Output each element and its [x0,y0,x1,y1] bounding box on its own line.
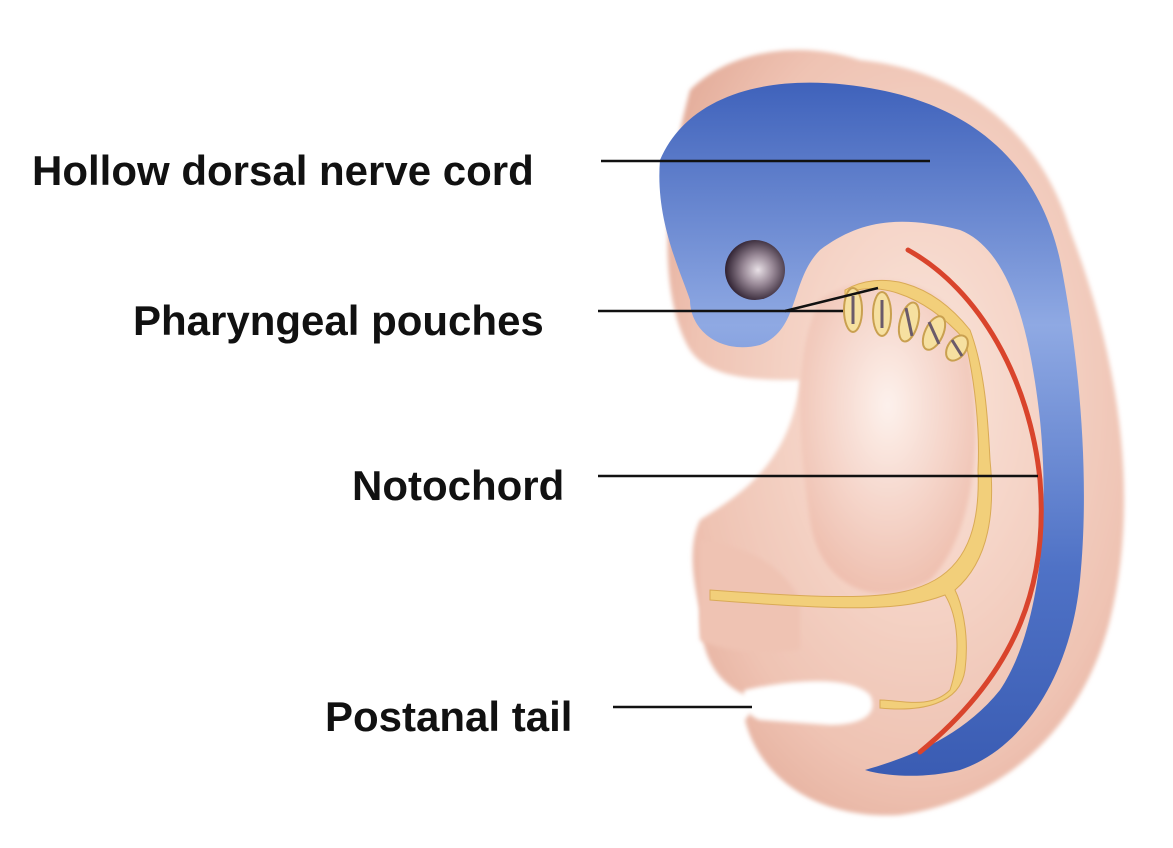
label-pharyngeal-pouches: Pharyngeal pouches [133,297,544,344]
label-notochord: Notochord [352,462,565,509]
notochord-shape [905,247,1044,755]
belly [800,280,976,594]
leader-lines [598,159,1038,709]
label-postanal-tail: Postanal tail [325,693,573,740]
pharyngeal-pouches-shapes [843,287,969,362]
tail-gap [743,681,873,725]
pharynx [709,279,993,710]
label-hollow-dorsal-nerve-cord: Hollow dorsal nerve cord [32,147,534,194]
eye [725,240,785,300]
